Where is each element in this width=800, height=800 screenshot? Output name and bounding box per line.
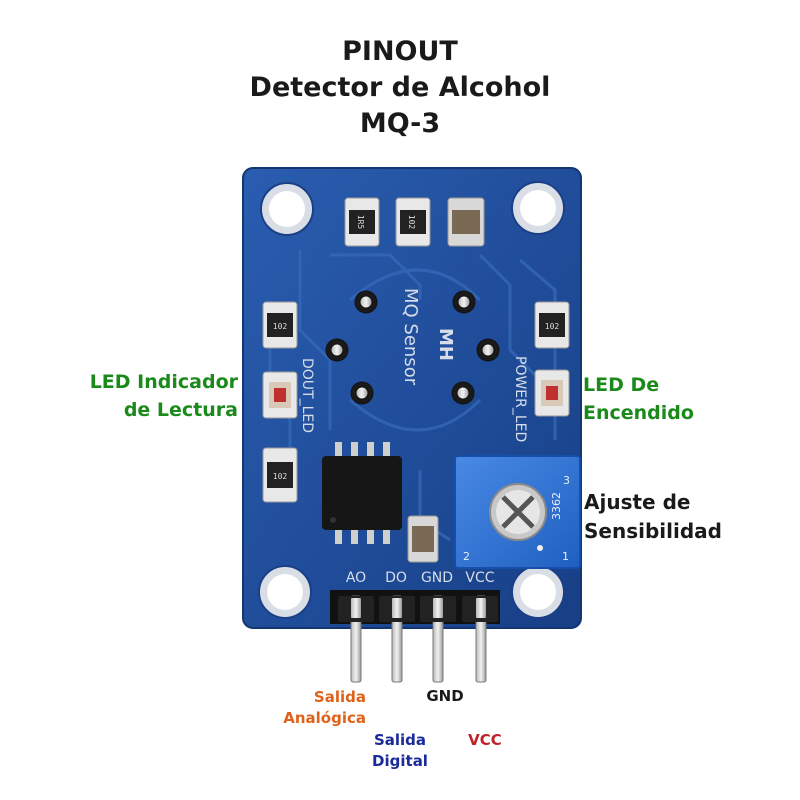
- resistor-icon: 102: [262, 447, 298, 503]
- svg-text:1: 1: [562, 550, 569, 563]
- svg-text:102: 102: [273, 322, 288, 331]
- silkscreen-power-text: POWER_LED: [512, 356, 528, 442]
- pin-header-icon: [330, 590, 500, 683]
- title-line-1: PINOUT: [342, 36, 458, 67]
- svg-text:AO: AO: [346, 570, 366, 586]
- silkscreen-dout-text: DOUT_LED: [299, 358, 315, 433]
- mounting-hole-icon: [258, 565, 312, 619]
- capacitor-icon: [407, 515, 439, 563]
- title-line-3: MQ-3: [359, 108, 441, 139]
- label-pin-do: Salida Digital: [372, 731, 428, 770]
- mounting-hole-icon: [511, 181, 565, 235]
- silkscreen-sensor-text: MQ Sensor: [400, 288, 421, 386]
- silkscreen-brand-text: MH: [435, 328, 456, 361]
- svg-text:102: 102: [545, 322, 560, 331]
- svg-text:DO: DO: [385, 570, 407, 586]
- sensor-pins: [325, 290, 500, 405]
- label-pin-gnd: GND: [426, 687, 464, 705]
- svg-text:VCC: VCC: [465, 570, 494, 586]
- label-led-indicator-read: LED Indicador de Lectura: [89, 371, 238, 421]
- led-icon: [534, 369, 570, 417]
- pcb-traces: [268, 250, 557, 542]
- label-sensitivity-adjust: Ajuste de Sensibilidad: [584, 490, 722, 543]
- led-icon: [262, 371, 298, 419]
- svg-text:102: 102: [273, 472, 288, 481]
- svg-text:GND: GND: [421, 570, 453, 586]
- label-pin-ao: Salida Analógica: [283, 688, 366, 727]
- potentiometer-icon: 3362 3 1 2: [454, 455, 581, 569]
- resistor-icon: 102: [262, 301, 298, 349]
- svg-text:3362: 3362: [550, 492, 563, 520]
- svg-text:102: 102: [407, 215, 416, 230]
- chip-icon: [322, 442, 402, 544]
- resistor-icon: 102: [395, 197, 431, 247]
- svg-text:1R5: 1R5: [356, 215, 365, 230]
- svg-text:2: 2: [463, 550, 470, 563]
- capacitor-icon: [447, 197, 485, 247]
- pin-header-labels: AO DO GND VCC: [346, 570, 495, 586]
- label-pin-vcc: VCC: [468, 731, 502, 749]
- mounting-hole-icon: [260, 182, 314, 236]
- svg-text:3: 3: [563, 474, 570, 487]
- mounting-hole-icon: [511, 565, 565, 619]
- resistor-icon: 102: [534, 301, 570, 349]
- label-led-power: LED De Encendido: [583, 374, 694, 424]
- page-title: PINOUT Detector de Alcohol MQ-3: [0, 34, 800, 142]
- resistor-icon: 1R5: [344, 197, 380, 247]
- title-line-2: Detector de Alcohol: [249, 72, 551, 103]
